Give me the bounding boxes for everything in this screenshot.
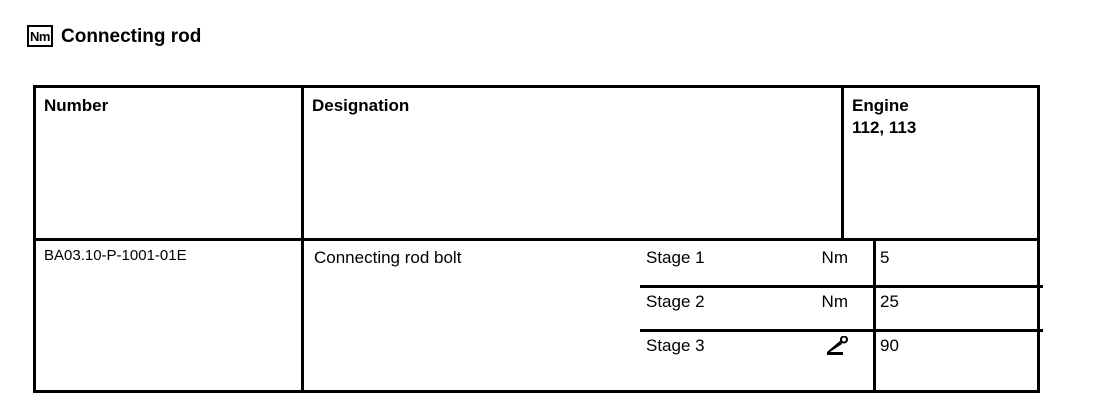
stage-divider [640, 329, 1043, 332]
column-header-engine: Engine 112, 113 [841, 88, 1040, 238]
stage-value: 25 [880, 292, 899, 311]
stage-value: 5 [880, 248, 890, 267]
column-header-engine-models: 112, 113 [852, 117, 917, 137]
stage-value: 90 [880, 336, 899, 355]
table-row: BA03.10-P-1001-01E Connecting rod bolt S… [36, 241, 1043, 390]
cell-number: BA03.10-P-1001-01E [44, 247, 187, 264]
column-header-engine-label: Engine [852, 96, 909, 115]
stage-unit: Nm [821, 292, 848, 311]
table-header-row: Number Designation Engine 112, 113 [36, 88, 1037, 238]
torque-nm-icon-label: Nm [30, 28, 50, 44]
torque-nm-icon: Nm [27, 25, 53, 47]
column-header-number: Number [36, 88, 301, 238]
page-title: Connecting rod [61, 25, 202, 47]
column-header-number-label: Number [44, 96, 109, 115]
stage-row: Stage 1 Nm 5 [640, 241, 1043, 290]
cell-designation: Connecting rod bolt [301, 241, 641, 390]
page-title-bar: Nm Connecting rod [27, 25, 201, 47]
stage-divider [640, 285, 1043, 288]
header-divider [36, 238, 1037, 241]
stage-label: Stage 3 [646, 336, 705, 355]
column-header-designation: Designation [301, 88, 841, 238]
column-header-designation-label: Designation [312, 96, 410, 115]
stage-label: Stage 1 [646, 248, 705, 267]
torque-spec-table: Number Designation Engine 112, 113 BA03.… [33, 85, 1043, 393]
stage-sub-rows: Stage 1 Nm 5 Stage 2 Nm 25 Stage 3 [640, 241, 1043, 390]
stage-row: Stage 3 90 [640, 329, 1043, 378]
stage-row: Stage 2 Nm 25 [640, 285, 1043, 334]
unit-value-divider [873, 241, 876, 390]
stage-unit: Nm [821, 248, 848, 267]
torque-angle-icon [790, 336, 848, 356]
stage-label: Stage 2 [646, 292, 705, 311]
